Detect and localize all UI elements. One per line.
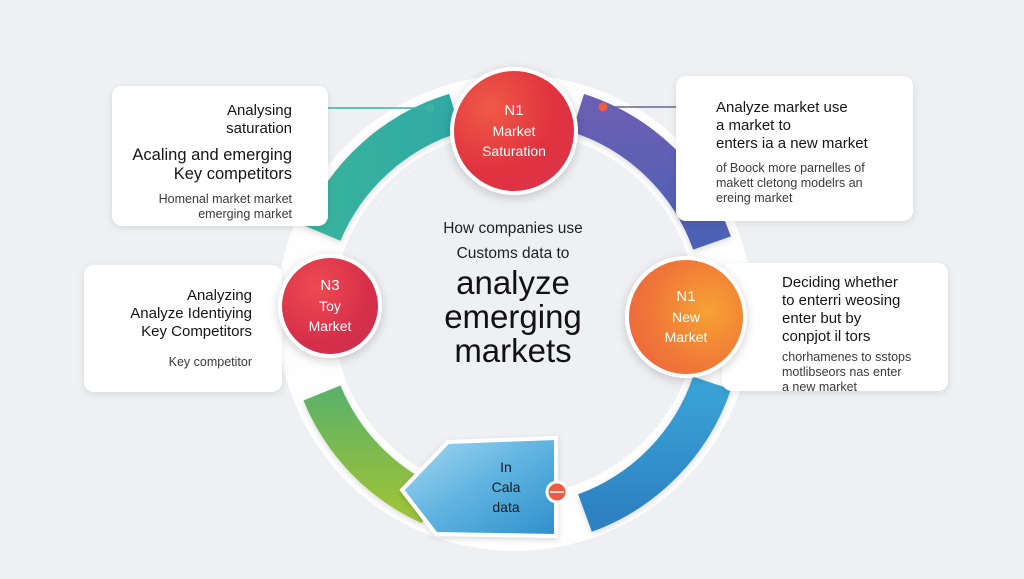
card-title: a market to [716, 117, 792, 134]
node-market-saturation: N1 Market Saturation [450, 67, 578, 195]
node-label: Market [492, 123, 536, 139]
node-label: New [671, 309, 700, 325]
card-title: Key Competitors [141, 323, 252, 340]
center-headline: markets [454, 332, 572, 369]
card-title: Analysing [226, 102, 292, 119]
node-label: In [500, 459, 512, 475]
center-line: How companies use [443, 220, 583, 237]
card-subtitle: Key competitors [173, 165, 292, 183]
connector-dot-right [598, 102, 608, 112]
center-headline: emerging [444, 298, 582, 335]
card-title: Analyze Identiying [130, 305, 252, 322]
arc-blue [577, 376, 731, 532]
card-title: Deciding whether [782, 274, 898, 291]
node-new-market: N1 New Market [625, 256, 747, 378]
card-title: Analyzing [186, 287, 252, 304]
card-note: Key competitor [168, 355, 252, 369]
card-note: a new market [782, 380, 858, 394]
card-title: to enterri weosing [782, 292, 901, 309]
card-deciding-whether: Deciding whether to enterri weosing ente… [722, 263, 948, 394]
card-note: chorhamenes to sstops [782, 350, 912, 364]
node-toy-market: N3 Toy Market [278, 254, 382, 358]
card-note: Homenal market market [158, 192, 292, 206]
center-headline: analyze [456, 264, 570, 301]
center-title: How companies use Customs data to analyz… [410, 216, 616, 368]
data-pentagon [399, 435, 558, 539]
node-label: Saturation [482, 143, 546, 159]
node-number: N1 [504, 102, 524, 119]
card-note: ereing market [716, 191, 793, 205]
card-analysing-saturation: Analysing saturation Acaling and emergin… [112, 86, 328, 226]
node-number: N1 [676, 288, 696, 305]
node-label: data [492, 499, 520, 515]
card-subtitle: Acaling and emerging [132, 146, 292, 164]
card-title: enter but by [782, 310, 862, 327]
card-note: emerging market [198, 207, 292, 221]
card-title: enters ia a new market [716, 135, 868, 152]
card-title: saturation [226, 120, 292, 137]
node-label: Cala [491, 479, 521, 495]
card-title: conpjot il tors [782, 328, 871, 345]
node-label: Market [664, 329, 708, 345]
card-note: motlibseors nas enter [782, 365, 902, 379]
card-note: makett cletong modelrs an [716, 176, 863, 190]
card-key-competitors: Analyzing Analyze Identiying Key Competi… [84, 265, 282, 392]
connector-dot-left [425, 103, 435, 113]
card-note: of Boock more parnelles of [716, 161, 865, 175]
node-label: Market [308, 318, 352, 334]
card-analyze-market: Analyze market use a market to enters ia… [676, 76, 913, 221]
card-title: Analyze market use [716, 99, 848, 116]
node-label: Toy [319, 298, 341, 314]
arc-teal [303, 93, 462, 242]
node-number: N3 [320, 277, 340, 294]
node-data-label: In Cala data [478, 457, 534, 517]
center-line: Customs data to [456, 245, 570, 262]
